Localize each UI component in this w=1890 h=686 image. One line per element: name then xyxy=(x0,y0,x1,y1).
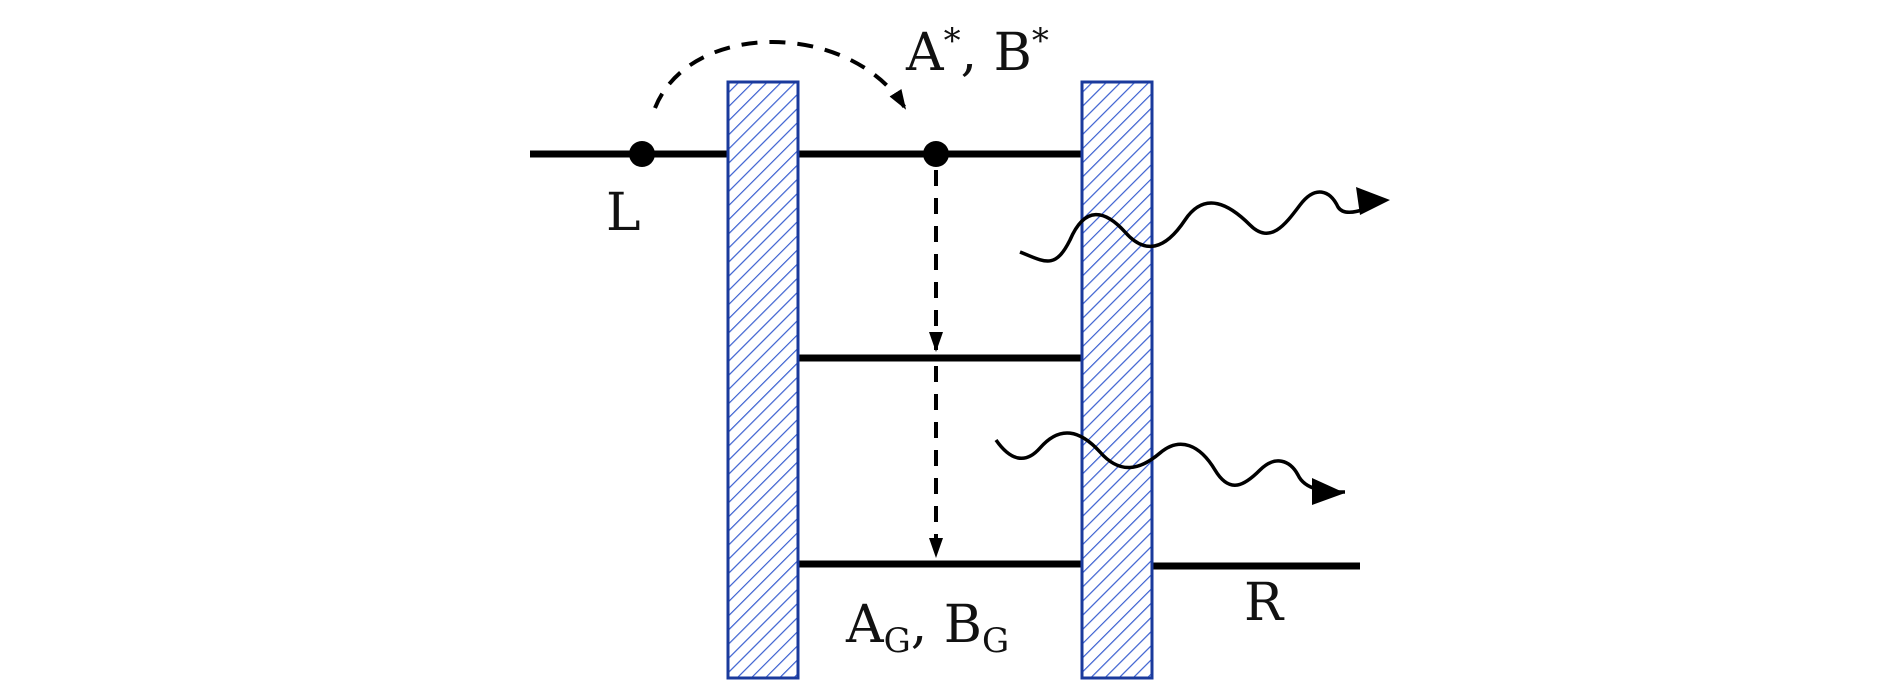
photon-arrowhead-upper xyxy=(1356,187,1390,215)
left-barrier xyxy=(726,80,800,680)
right-barrier xyxy=(1080,80,1154,680)
photon-emission-lower xyxy=(994,431,1346,494)
left-lead-label: L xyxy=(606,183,641,243)
excited-state-dot xyxy=(923,141,949,167)
excited-state-label: A*, B* xyxy=(905,21,1049,83)
photon-arrowhead-lower xyxy=(1312,478,1345,505)
ground-state-label: AG, BG xyxy=(845,595,1009,661)
left-lead-electron-dot xyxy=(629,141,655,167)
right-lead-label: R xyxy=(1244,573,1285,633)
tunneling-arrow xyxy=(653,40,907,110)
photon-emission-upper xyxy=(1019,190,1386,263)
